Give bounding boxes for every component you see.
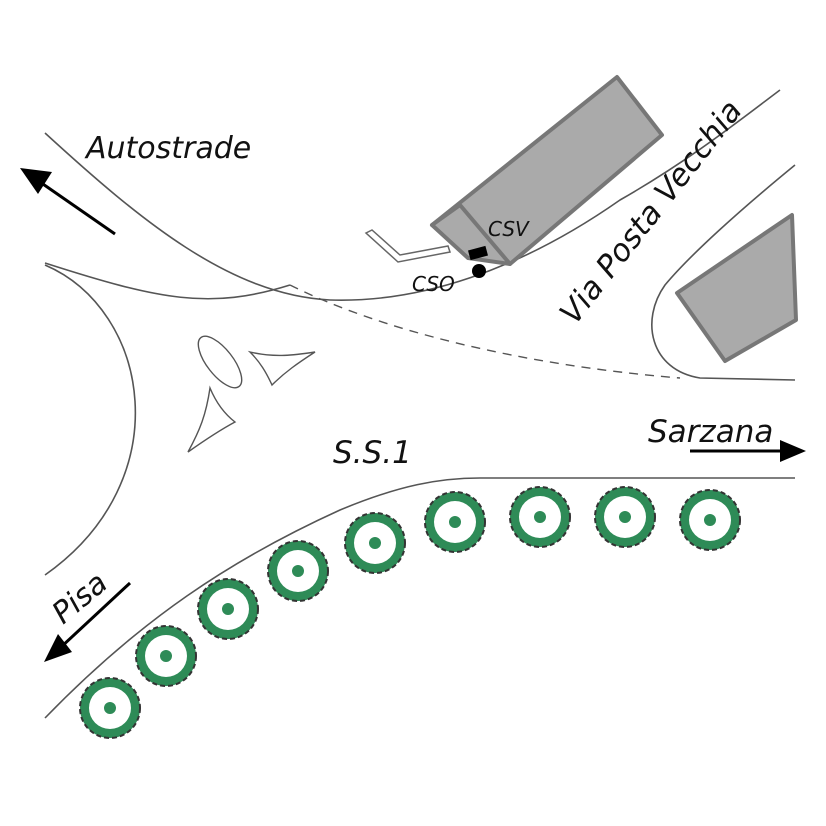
- building-right: [675, 213, 798, 363]
- tree-icon: [135, 625, 197, 687]
- traffic-island-triangle-right: [247, 350, 316, 387]
- autostrade-road-edge-lower: [44, 262, 291, 300]
- traffic-island-oval: [197, 335, 243, 389]
- traffic-island-triangle-lower: [187, 385, 237, 453]
- tree-icon: [679, 489, 741, 551]
- ss1-label: S.S.1: [333, 435, 412, 471]
- via-posta-vecchia-edge: [651, 164, 796, 381]
- slip-lane-dashed: [289, 284, 681, 379]
- cso-station-icon: [472, 264, 486, 278]
- tree-icon: [79, 677, 141, 739]
- building-upper: [430, 75, 664, 266]
- sampling-pipe: [364, 229, 451, 263]
- tree-icon: [197, 578, 259, 640]
- sarzana-label: Sarzana: [648, 414, 773, 450]
- tree-icon: [344, 512, 406, 574]
- tree-icon: [267, 540, 329, 602]
- cso-label: CSO: [412, 272, 455, 296]
- tree-icon: [424, 491, 486, 553]
- pisa-arrow-icon: [44, 581, 132, 662]
- autostrade-arrow-icon: [20, 168, 116, 236]
- csv-station-icon: [468, 245, 488, 261]
- autostrade-road-edge-upper: [44, 89, 781, 301]
- sarzana-arrow-icon: [690, 440, 806, 462]
- pisa-label: Pisa: [46, 565, 115, 631]
- tree-row: [79, 486, 741, 739]
- tree-icon: [509, 486, 571, 548]
- ss1-road-edge: [44, 477, 795, 719]
- autostrade-label: Autostrade: [84, 131, 251, 166]
- csv-label: CSV: [488, 217, 530, 241]
- tree-icon: [594, 486, 656, 548]
- roundabout-arc: [44, 264, 137, 576]
